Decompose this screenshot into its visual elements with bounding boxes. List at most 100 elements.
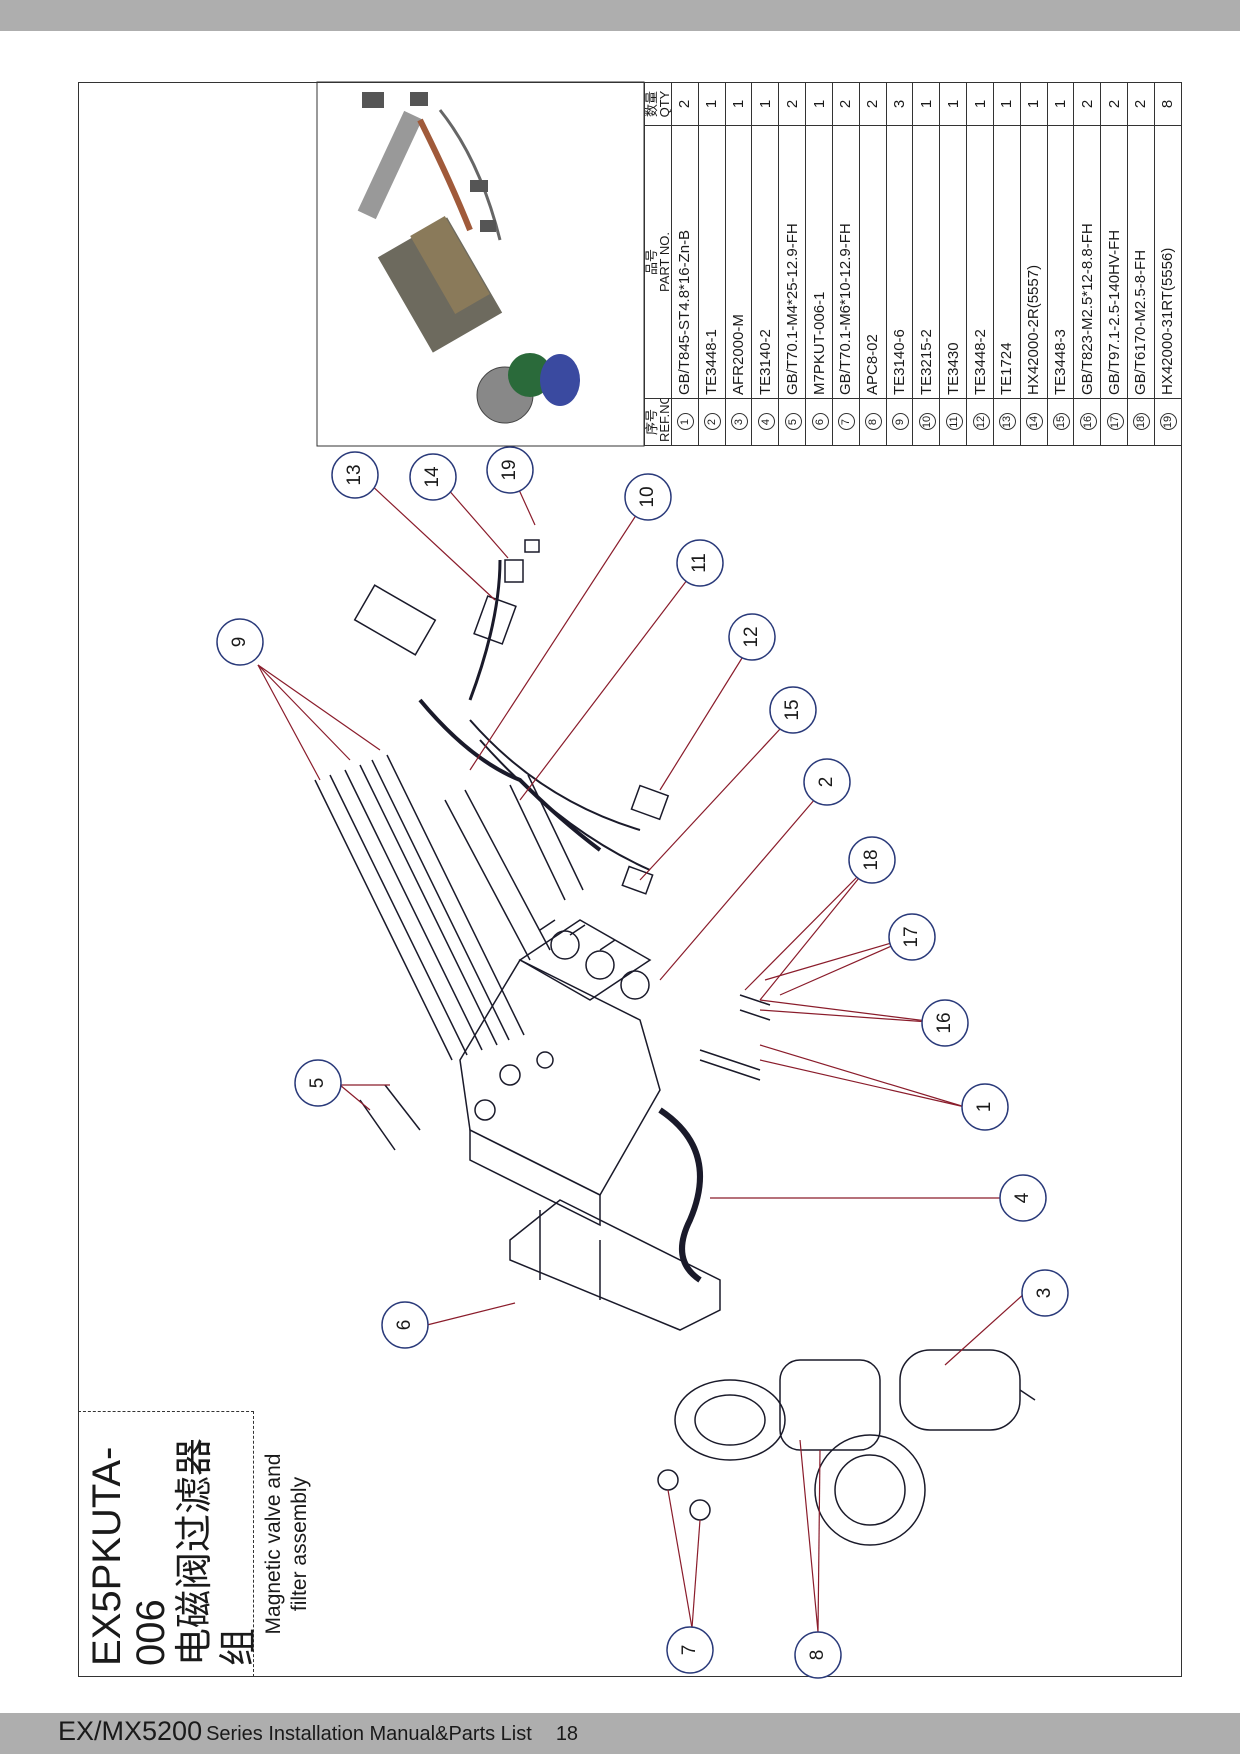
- callout-8-label: 8: [807, 1650, 828, 1661]
- row-qty: 1: [1020, 82, 1048, 126]
- row-ref: 13: [993, 398, 1021, 446]
- row-ref: 14: [1020, 398, 1048, 446]
- assembly-name-en-line2: filter assembly: [288, 1476, 311, 1612]
- ref-number: 13: [999, 413, 1017, 431]
- row-ref: 12: [966, 398, 994, 446]
- callout-9-label: 9: [229, 637, 250, 648]
- row-part-no: TE3448-3: [1047, 125, 1074, 399]
- ref-number: 1: [677, 413, 695, 431]
- header-ref-en: REF.NO.: [657, 398, 672, 443]
- callout-2-label: 2: [816, 777, 837, 788]
- callout-3-label: 3: [1034, 1288, 1055, 1299]
- callout-15-label: 15: [782, 699, 803, 720]
- ref-number: 2: [704, 413, 722, 431]
- ref-number: 8: [865, 413, 883, 431]
- row-qty: 2: [832, 82, 860, 126]
- callout-1: 1: [961, 1083, 1009, 1131]
- callout-19-label: 19: [499, 459, 520, 480]
- callout-12-label: 12: [741, 626, 762, 647]
- row-qty: 1: [912, 82, 940, 126]
- row-qty: 2: [859, 82, 887, 126]
- row-ref: 2: [698, 398, 726, 446]
- callout-14-label: 14: [422, 466, 443, 488]
- row-part-no: M7PKUT-006-1: [805, 125, 833, 399]
- row-qty: 2: [1100, 82, 1128, 126]
- callout-16: 16: [921, 999, 969, 1047]
- callout-7-label: 7: [679, 1645, 700, 1656]
- ref-number: 12: [972, 413, 990, 431]
- row-ref: 9: [886, 398, 913, 446]
- callout-13: 13: [331, 451, 379, 499]
- row-qty: 2: [671, 82, 699, 126]
- ref-number: 4: [757, 413, 775, 431]
- callout-2: 2: [803, 758, 851, 806]
- row-part-no: AFR2000-M: [725, 125, 752, 399]
- row-ref: 11: [939, 398, 967, 446]
- callout-9: 9: [216, 618, 264, 666]
- callout-17-label: 17: [901, 926, 922, 947]
- row-part-no: APC8-02: [859, 125, 887, 399]
- footer-manual-title: Series Installation Manual&Parts List: [206, 1723, 532, 1745]
- row-part-no: TE3448-1: [698, 125, 726, 399]
- ref-number: 15: [1053, 413, 1070, 431]
- ref-number: 10: [918, 413, 936, 431]
- callout-10-label: 10: [637, 486, 658, 507]
- row-ref: 6: [805, 398, 833, 446]
- callout-3: 3: [1021, 1269, 1069, 1317]
- assembly-code: EX5PKUTA-006: [85, 1446, 173, 1666]
- row-qty: 2: [778, 82, 806, 126]
- ref-number: 11: [945, 413, 963, 431]
- title-block: EX5PKUTA-006 电磁阀过滤器组 Magnetic valve and …: [78, 1411, 311, 1677]
- header-qty-en: QTY: [657, 90, 672, 118]
- callout-18-label: 18: [861, 849, 882, 870]
- callout-6-label: 6: [394, 1320, 415, 1331]
- callout-5-label: 5: [307, 1078, 328, 1089]
- row-part-no: TE3140-2: [751, 125, 779, 399]
- row-qty: 1: [1047, 82, 1074, 126]
- row-qty: 1: [993, 82, 1021, 126]
- row-part-no: GB/T845-ST4.8*16-Zn-B: [671, 125, 699, 399]
- ref-number: 3: [731, 413, 749, 431]
- row-ref: 1: [671, 398, 699, 446]
- header-part-en: PART NO.: [657, 232, 672, 292]
- assembly-name-cn: 电磁阀过滤器组: [174, 1437, 260, 1666]
- bottom-bar: [0, 1713, 1240, 1754]
- row-ref: 4: [751, 398, 779, 446]
- row-part-no: HX42000-31RT(5556): [1154, 125, 1182, 399]
- row-part-no: GB/T823-M2.5*12-8.8-FH: [1073, 125, 1101, 399]
- row-ref: 16: [1073, 398, 1101, 446]
- callout-13-label: 13: [344, 464, 365, 485]
- row-qty: 3: [886, 82, 913, 126]
- callout-12: 12: [728, 613, 776, 661]
- callouts: 13 14 19 10 11 9 12 15 2 18 17 16 5 1 4 …: [216, 446, 1069, 1679]
- row-ref: 7: [832, 398, 860, 446]
- ref-number: 9: [892, 413, 910, 431]
- row-part-no: TE3430: [939, 125, 967, 399]
- assembly-name-en-line1: Magnetic valve and: [262, 1453, 285, 1635]
- callout-6: 6: [381, 1301, 429, 1349]
- ref-number: 17: [1106, 413, 1124, 431]
- row-qty: 1: [751, 82, 779, 126]
- ref-number: 6: [811, 413, 829, 431]
- top-bar: [0, 0, 1240, 31]
- row-qty: 2: [1127, 82, 1155, 126]
- ref-number: 16: [1079, 413, 1097, 431]
- row-qty: 1: [939, 82, 967, 126]
- ref-number: 5: [784, 413, 802, 431]
- callout-10: 10: [624, 473, 672, 521]
- callout-14: 14: [409, 453, 457, 501]
